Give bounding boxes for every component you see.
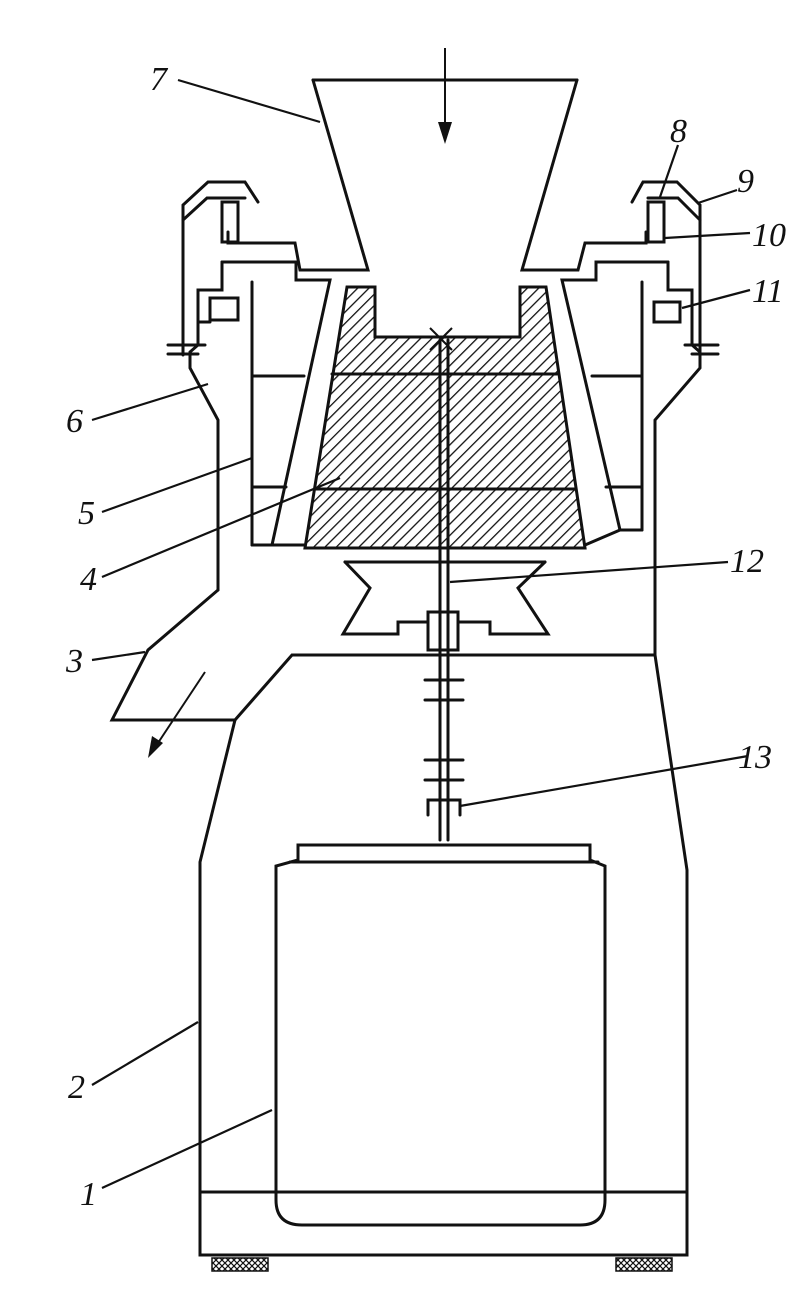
machine-frame	[198, 653, 689, 1257]
label-10: 10	[752, 217, 786, 254]
callout-labels: 7 8 9 10 11 6 5 4 12 3 13 2 1	[65, 61, 786, 1213]
label-11: 11	[752, 273, 783, 310]
label-7: 7	[150, 61, 169, 98]
rubber-feet	[211, 1257, 673, 1272]
discharge-chute	[109, 528, 657, 722]
label-8: 8	[670, 113, 687, 150]
main-shaft	[423, 338, 465, 842]
right-adjust-cap	[630, 180, 702, 347]
feed-hopper	[226, 78, 648, 272]
label-5: 5	[78, 495, 95, 532]
electric-motor	[274, 843, 607, 1227]
label-3: 3	[65, 643, 83, 680]
leader-lines	[91, 78, 751, 1189]
feed-direction-arrow	[438, 48, 452, 144]
label-1: 1	[80, 1176, 97, 1213]
label-2: 2	[68, 1069, 85, 1106]
crushing-cone	[303, 285, 587, 550]
rotor-base	[340, 560, 551, 652]
left-adjust-cap	[181, 180, 260, 347]
label-4: 4	[80, 561, 97, 598]
label-6: 6	[66, 403, 83, 440]
label-9: 9	[737, 163, 754, 200]
left-housing-upper	[166, 260, 332, 592]
label-13: 13	[738, 739, 772, 776]
discharge-direction-arrow	[148, 671, 206, 758]
right-housing-upper	[560, 260, 720, 657]
label-12: 12	[730, 543, 764, 580]
